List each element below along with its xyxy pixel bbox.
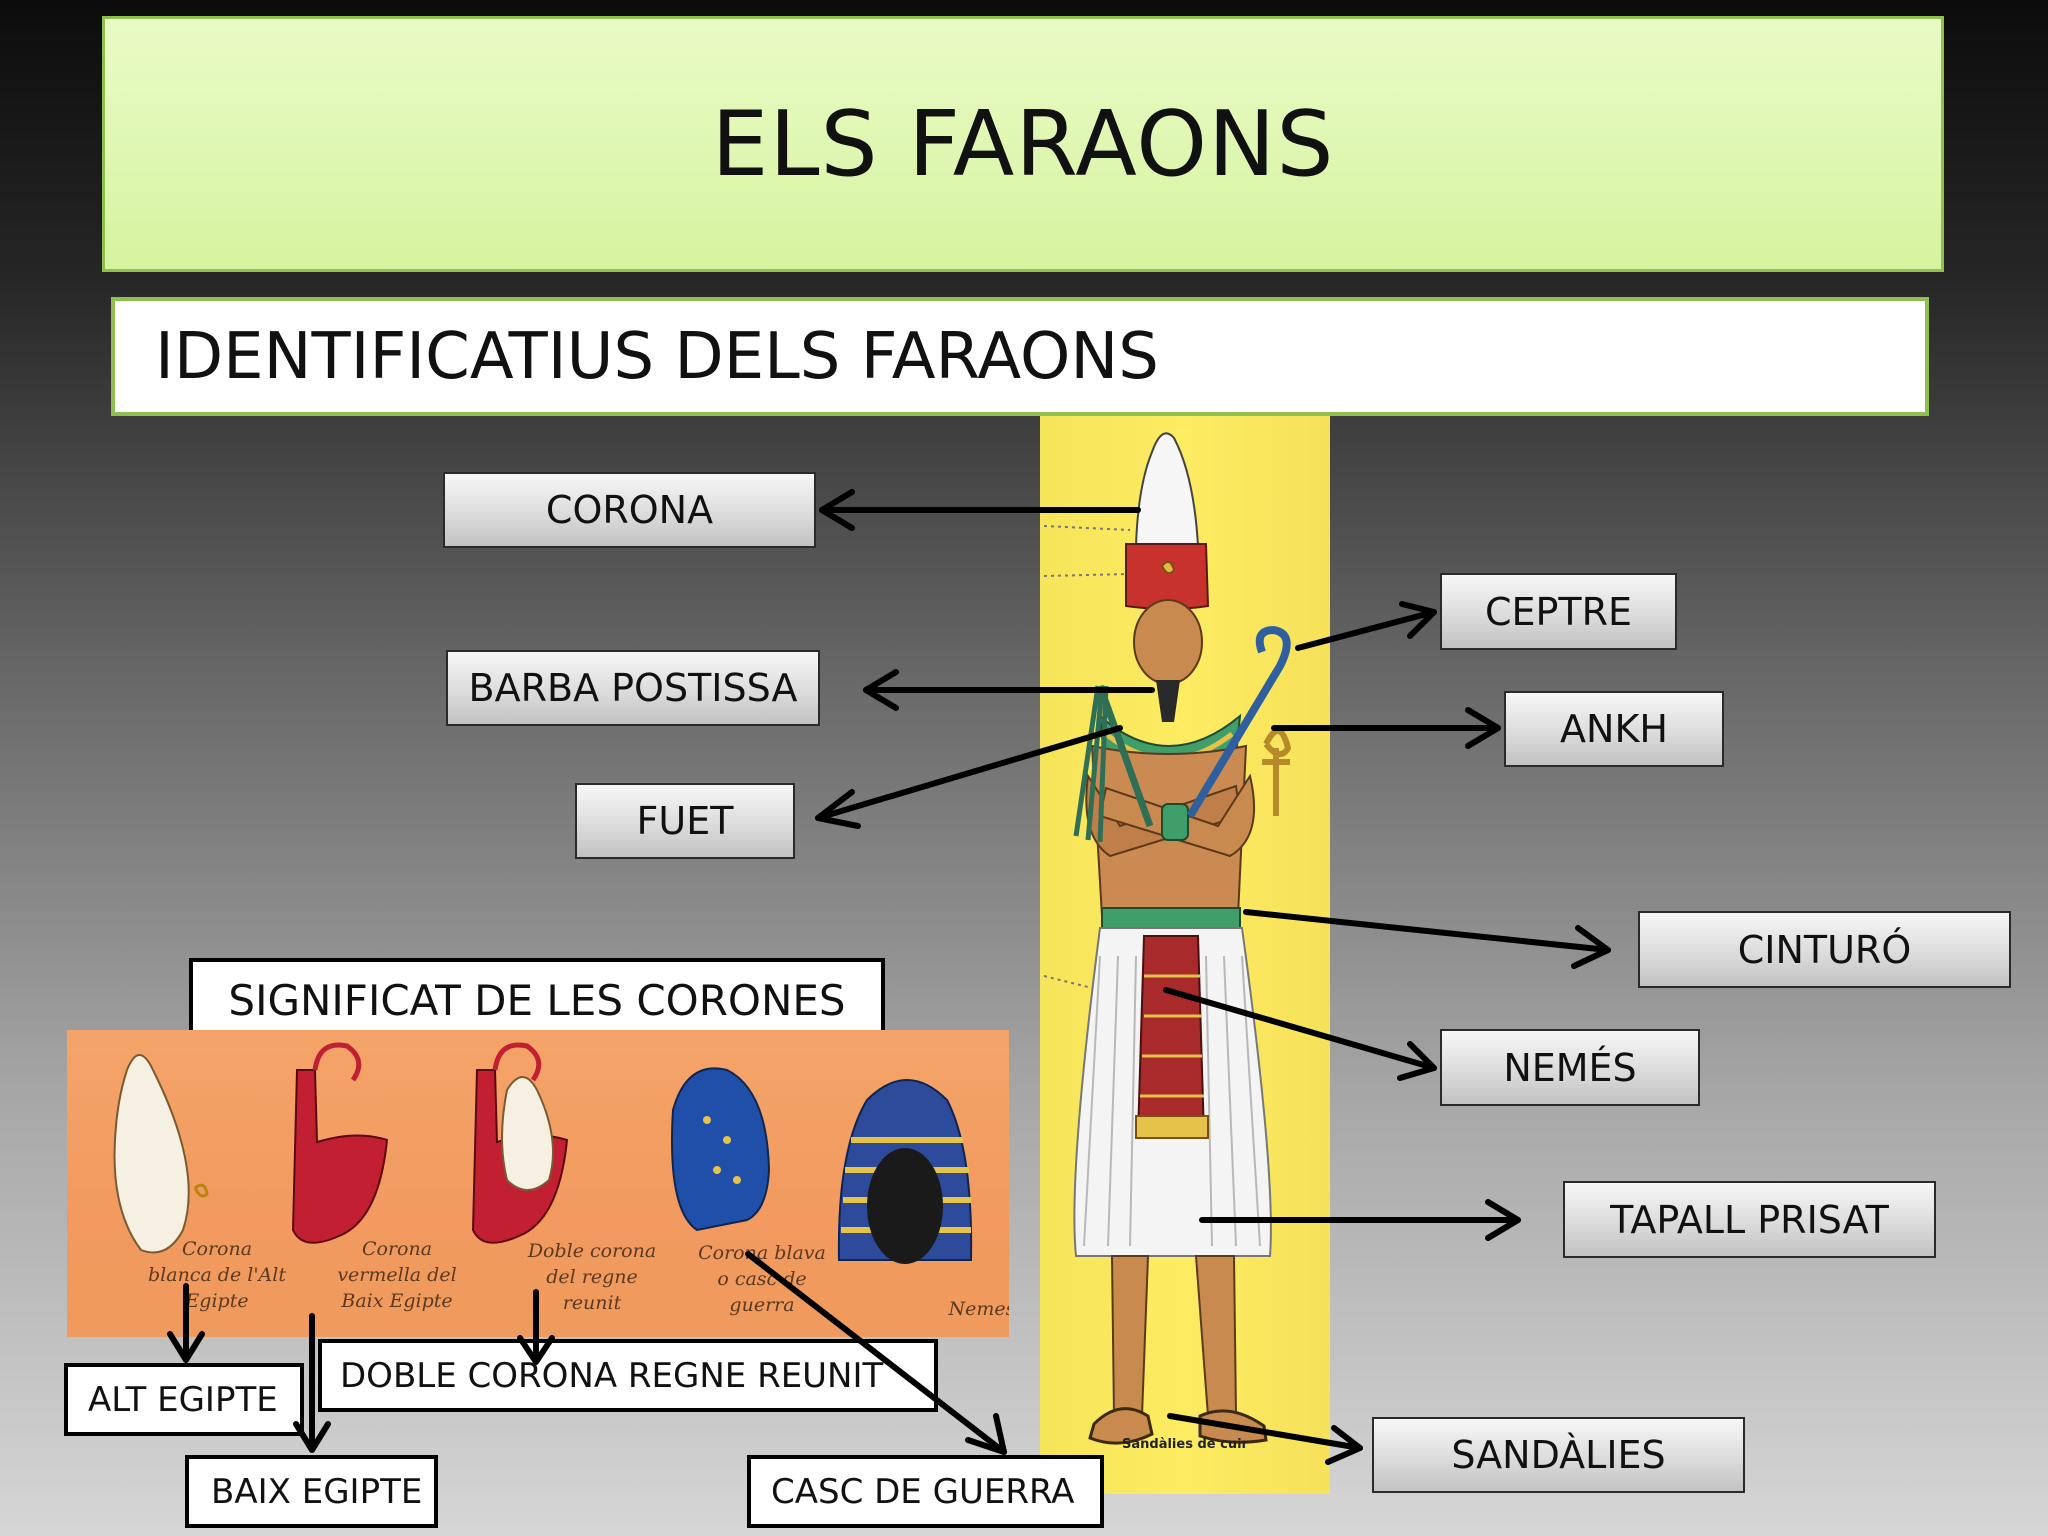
arrow-doble-corona [517,1289,555,1365]
answer-casc-de-guerra: CASC DE GUERRA [747,1455,1104,1528]
answer-doble-corona: DOBLE CORONA REGNE REUNIT [318,1339,938,1412]
subtitle-banner: IDENTIFICATIUS DELS FARAONS [111,297,1929,416]
arrow-tapall-prisat [1199,1199,1521,1241]
arrow-ceptre [1295,601,1437,651]
arrow-sandalies [1167,1413,1363,1465]
arrow-corona [819,489,1141,531]
label-tapall-prisat: TAPALL PRISAT [1563,1181,1936,1258]
crowns-illustration [113,1042,973,1264]
crown-caption-white: Corona blanca de l'Alt Egipte [148,1238,286,1312]
crown-caption-red: Corona vermella del Baix Egipte [337,1238,457,1312]
label-cinturo: CINTURÓ [1638,911,2011,988]
pharaoh-panel [1040,416,1330,1494]
crown-caption-nemes: Nemes [948,1298,1009,1320]
arrow-ankh [1271,707,1501,749]
arrow-barba-postissa [863,669,1155,711]
pharaoh-illustration [1043,432,1292,1445]
arrow-nemes [1163,987,1437,1081]
title-banner: ELS FARAONS [102,16,1944,272]
answer-baix-egipte: BAIX EGIPTE [185,1455,438,1528]
sandal-caption: Sandàlies de cuir [1122,1437,1248,1452]
label-ceptre: CEPTRE [1440,573,1677,650]
arrow-baix-egipte [293,1313,331,1453]
crowns-heading-box: SIGNIFICAT DE LES CORONES [189,958,885,1043]
page-subtitle: IDENTIFICATIUS DELS FARAONS [155,319,1159,394]
label-corona: CORONA [443,472,816,548]
crowns-strip: Corona blanca de l'Alt Egipte Corona ver… [67,1030,1009,1337]
label-barba-postissa: BARBA POSTISSA [446,650,820,726]
crown-caption-double: Doble corona del regne reunit [527,1240,657,1314]
label-ankh: ANKH [1504,691,1724,767]
page-title: ELS FARAONS [711,91,1335,197]
arrow-fuet [815,725,1123,829]
arrow-cinturo [1243,909,1611,969]
crowns-heading: SIGNIFICAT DE LES CORONES [228,976,846,1025]
arrow-casc-de-guerra [745,1251,1007,1455]
label-fuet: FUET [575,783,795,859]
answer-alt-egipte: ALT EGIPTE [64,1363,304,1436]
label-sandalies: SANDÀLIES [1372,1417,1745,1493]
label-nemes: NEMÉS [1440,1029,1700,1106]
arrow-alt-egipte [167,1283,205,1363]
